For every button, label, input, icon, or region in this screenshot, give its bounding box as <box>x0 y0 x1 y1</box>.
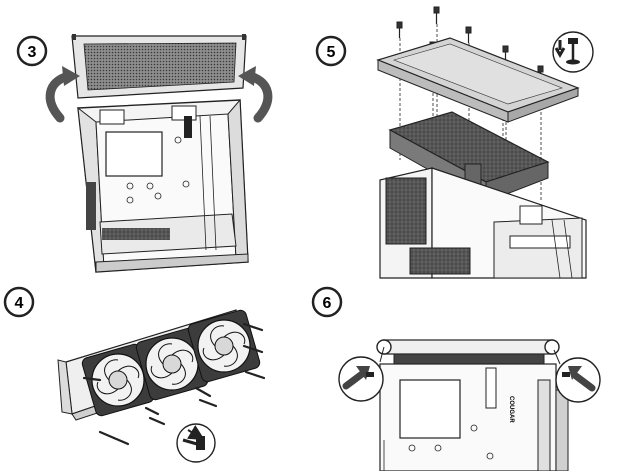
step-6-panel: 6 COUGAR <box>311 286 601 471</box>
fan-screws <box>82 322 266 446</box>
fan-2 <box>135 327 209 401</box>
step-4-panel: 4 <box>3 286 266 463</box>
step-number: 3 <box>28 44 37 61</box>
detail-zoom-right <box>553 349 601 403</box>
step-5-badge: 5 <box>315 35 347 67</box>
step-number: 5 <box>327 44 336 61</box>
detail-zoom-left <box>338 346 385 402</box>
step-3-badge: 3 <box>16 35 48 67</box>
brand-label: COUGAR <box>508 396 514 423</box>
step-number: 4 <box>15 295 24 312</box>
step-4-badge: 4 <box>3 286 35 318</box>
pc-case-top <box>379 167 587 279</box>
lift-arrow-left-icon <box>45 66 80 123</box>
lift-arrow-right-icon <box>238 66 273 123</box>
fan-3 <box>187 309 261 383</box>
step-5-panel: 5 <box>315 6 594 279</box>
pc-case <box>77 98 249 273</box>
top-mesh-panel <box>71 34 247 99</box>
top-cover-panel <box>376 37 580 123</box>
pc-case-installed: COUGAR <box>376 339 569 471</box>
step-6-badge: 6 <box>311 286 343 318</box>
step-number: 6 <box>323 295 332 312</box>
step-3-panel: 3 <box>16 34 273 273</box>
screw-type-icon <box>552 31 594 73</box>
fan-1 <box>81 343 155 417</box>
screw-type-icon <box>176 423 216 463</box>
